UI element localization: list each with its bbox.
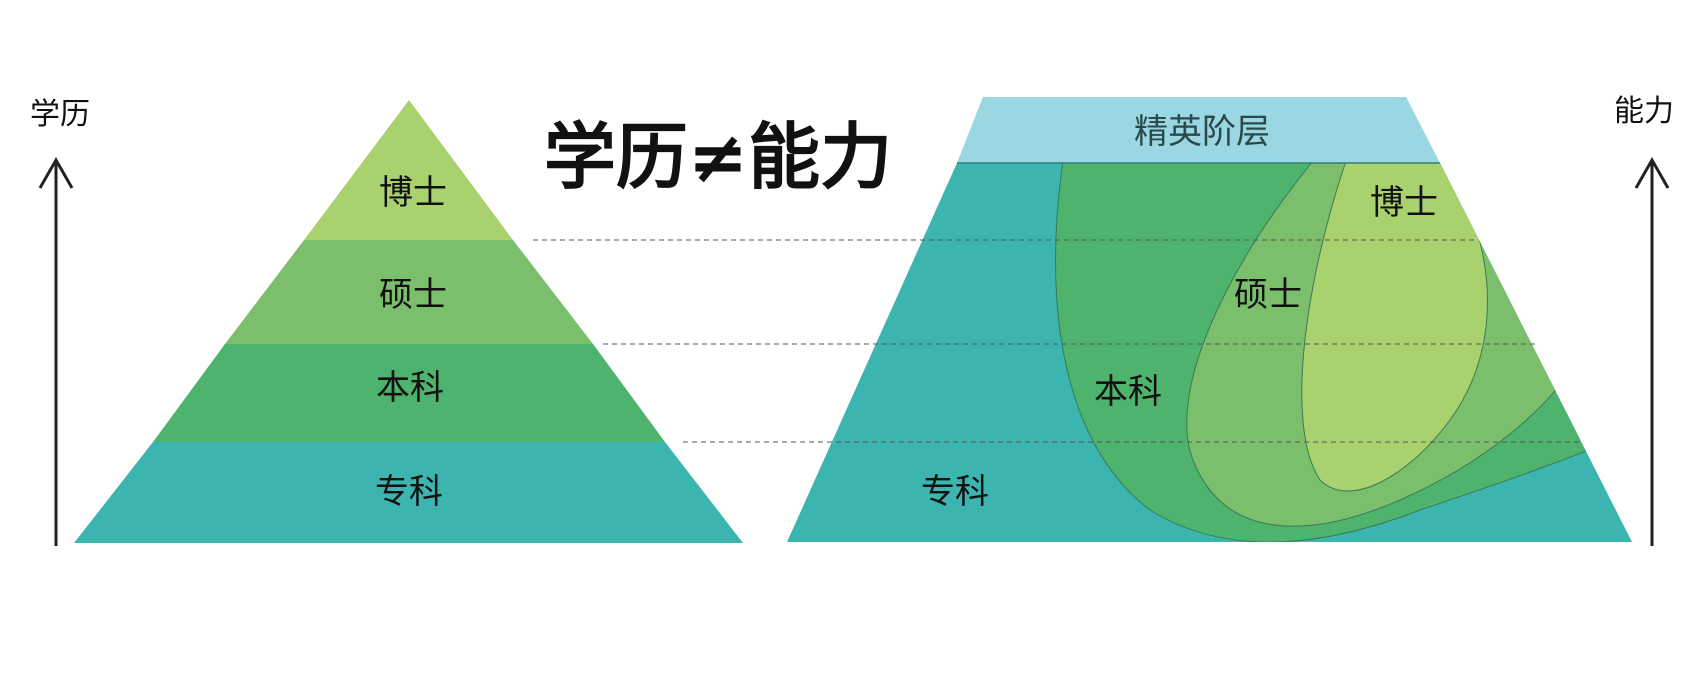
ability-axis-label: 能力 <box>1614 94 1674 129</box>
education-pyramid: 博士 硕士 本科 专科 <box>74 100 743 543</box>
main-title: 学历≠能力 <box>544 115 892 199</box>
elite-band-overlay <box>957 97 1440 163</box>
pyramid-label-doctor: 博士 <box>379 173 447 213</box>
ability-label-associate: 专科 <box>921 472 989 512</box>
pyramid-level-bachelor <box>153 344 665 442</box>
pyramid-label-master: 硕士 <box>379 275 447 315</box>
ability-axis: 能力 <box>1614 94 1674 546</box>
ability-label-doctor: 博士 <box>1370 183 1438 223</box>
ability-region-doctor <box>1301 163 1488 492</box>
pyramid-label-associate: 专科 <box>375 472 443 512</box>
ability-label-bachelor: 本科 <box>1094 372 1162 412</box>
pyramid-level-master <box>225 240 593 344</box>
pyramid-level-associate <box>74 442 743 543</box>
pyramid-label-bachelor: 本科 <box>376 368 444 408</box>
ability-trapezoid: 精英阶层 博士 硕士 本科 专科 <box>787 97 1632 542</box>
education-axis: 学历 <box>30 97 90 546</box>
elite-label: 精英阶层 <box>1134 112 1270 152</box>
ability-label-master: 硕士 <box>1234 275 1302 315</box>
education-axis-label: 学历 <box>30 97 90 132</box>
level-connector-lines <box>533 239 1580 443</box>
elite-band <box>957 97 1440 163</box>
pyramid-level-doctor <box>304 100 513 240</box>
